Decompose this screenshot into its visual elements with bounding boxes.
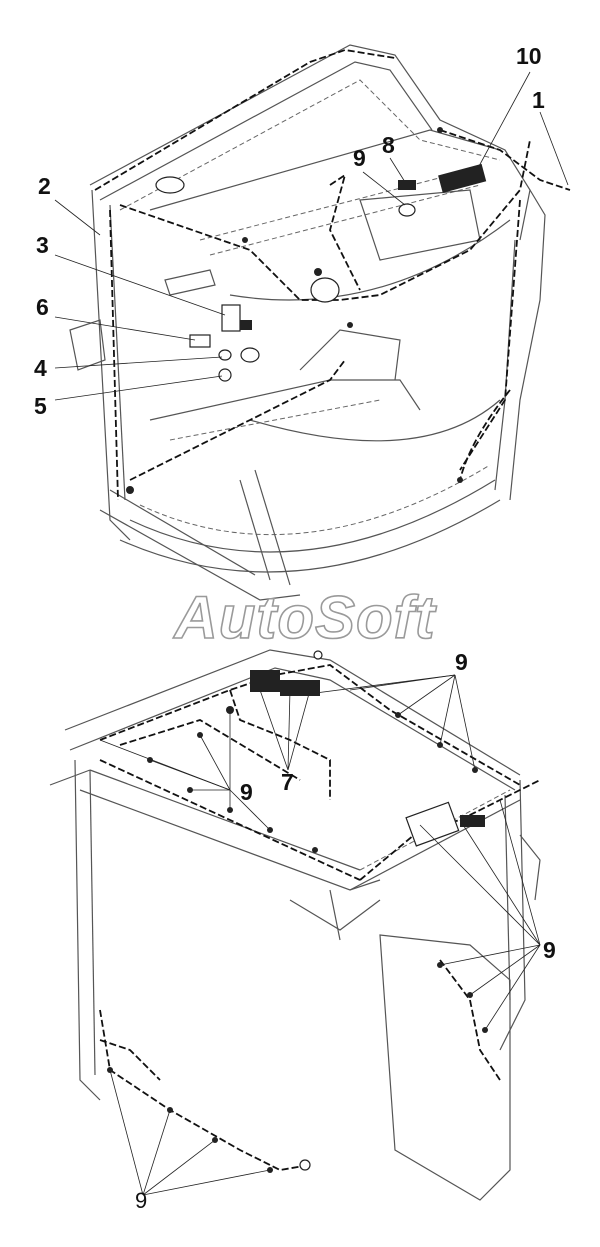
callout-2: 2 [38, 173, 51, 199]
lower-wiring-harness [99, 664, 541, 1171]
lower-leader-lines [99, 674, 541, 1196]
callout-5: 5 [34, 393, 47, 419]
lower-components [107, 650, 488, 1173]
callout-4: 4 [34, 355, 47, 381]
callout-3: 3 [36, 232, 49, 258]
upper-wiring-harness [94, 49, 571, 501]
callout-8: 8 [382, 132, 395, 158]
watermark: AutoSoft [172, 584, 437, 651]
callout-1: 1 [532, 87, 545, 113]
callout-10: 10 [516, 43, 542, 69]
lower-cab-frame [49, 649, 541, 1201]
callout-9-upper-right: 9 [455, 649, 468, 675]
callout-9-center: 9 [240, 779, 253, 805]
callout-9-bottom: 9 [135, 1188, 147, 1213]
callout-9-top: 9 [353, 145, 366, 171]
upper-cab-frame [69, 44, 546, 601]
callout-7: 7 [281, 769, 294, 795]
callout-labels: 10 1 9 8 2 3 6 4 5 9 9 7 9 9 [34, 43, 556, 1213]
upper-components [126, 127, 487, 494]
upper-leader-lines [54, 71, 569, 401]
callout-9-right: 9 [543, 937, 556, 963]
callout-6: 6 [36, 294, 49, 320]
